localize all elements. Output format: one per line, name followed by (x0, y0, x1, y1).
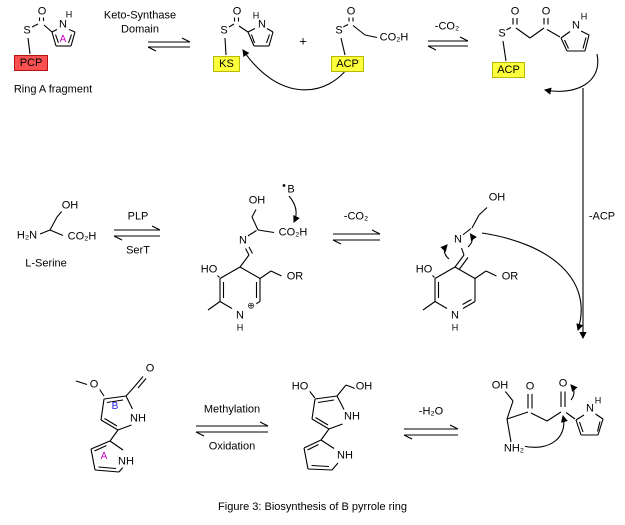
structure-ks-thioester (224, 17, 274, 56)
plp-label: PLP (126, 210, 150, 223)
serine-oh: OH (60, 199, 80, 212)
quinonoid-ring-n: N (450, 309, 460, 322)
structure-malonyl-acp (340, 17, 378, 56)
thioester-s-malonyl: S (334, 24, 344, 37)
acp-tag-malonyl: ACP (331, 56, 364, 72)
acp-tag-product: ACP (492, 62, 525, 78)
structure-dipyrrole-diol (303, 384, 356, 471)
aldimine-co2h: CO₂H (277, 226, 309, 239)
base-b: B (286, 183, 296, 196)
adduct-nh2: NH₂ (502, 442, 526, 455)
plus-sign: + (298, 33, 308, 49)
aldimine-imine-n: N (238, 234, 248, 247)
ring-a-letter-bottom: A (99, 451, 109, 462)
aldimine-ho: HO (199, 263, 219, 276)
structure-dipyrrole-methoxy (75, 376, 147, 473)
thioester-s-ks: S (219, 24, 229, 37)
mechanism-arrow-claisen (242, 49, 353, 91)
equilibrium-decarboxylation-top (427, 36, 469, 51)
adduct-oh: OH (490, 379, 510, 392)
pyrrole-ketoacyl-n: N (571, 19, 581, 32)
minus-acp: -ACP (587, 210, 617, 223)
adduct-pyrrole-h: H (593, 395, 603, 406)
methylation-label: Methylation (202, 403, 262, 416)
keto-synthase-line2: Domain (120, 23, 160, 36)
structure-plp-aldimine (207, 184, 300, 311)
carbonyl-o-malonyl: O (345, 5, 357, 18)
ks-tag: KS (213, 56, 240, 72)
diol-oh: OH (354, 380, 374, 393)
aldimine-oh: OH (247, 194, 267, 207)
mechanism-arrow-to-adduct (481, 232, 584, 332)
thioester-s-pcp: S (22, 24, 32, 37)
pyrrole-ks-h: H (251, 10, 261, 21)
quinonoid-or: OR (500, 270, 520, 283)
aldimine-or: OR (285, 270, 305, 283)
equilibrium-methylation-oxidation (195, 421, 269, 437)
structure-ketoacyl-acp (502, 18, 590, 62)
methoxy-o: O (88, 378, 100, 391)
quinonoid-oh: OH (487, 191, 507, 204)
carbonyl-o-ketoacyl-2: O (540, 5, 552, 18)
ring-b1-nh: NH (129, 412, 147, 425)
pyrrole-a1-h: H (64, 9, 74, 20)
minus-co2-top: -CO₂ (433, 20, 461, 33)
equilibrium-keto-synthase (147, 37, 191, 52)
quinonoid-ring-nh: H (450, 322, 460, 333)
carbonyl-o-pcp: O (36, 5, 48, 18)
l-serine-caption: L-Serine (24, 257, 68, 270)
equilibrium-decarboxylation-mid (332, 229, 381, 245)
ring-a-letter-top: A (58, 34, 68, 45)
thioester-s-ketoacyl: S (497, 27, 507, 40)
figure-caption: Figure 3: Biosynthesis of B pyrrole ring (218, 501, 407, 513)
carbonyl-o-ketoacyl-1: O (509, 5, 521, 18)
aldimine-ring-nh: H (235, 322, 245, 333)
ring-b-letter: B (110, 401, 120, 412)
aldehyde-o: O (144, 362, 156, 375)
pyrrole-ketoacyl-h: H (579, 11, 589, 22)
aldimine-ring-n: N (235, 309, 245, 322)
pcp-tag: PCP (14, 55, 48, 71)
adduct-pyrrole-n: N (585, 402, 595, 415)
adduct-carbonyl-o-2: O (557, 377, 569, 390)
minus-co2-mid: -CO₂ (342, 210, 370, 223)
adduct-carbonyl-o-1: O (524, 380, 536, 393)
pyrrole-ks-n: N (257, 18, 267, 31)
minus-h2o: -H₂O (417, 405, 445, 418)
structure-plp-quinonoid (422, 207, 497, 311)
structure-serine-ketone-adduct (504, 384, 604, 448)
serine-h2n: H₂N (15, 229, 39, 242)
ring-b2-nh: NH (343, 410, 361, 423)
serine-co2h: CO₂H (66, 230, 98, 243)
structure-l-serine (39, 210, 64, 237)
sert-label: SerT (125, 244, 151, 257)
equilibrium-plp-sert (113, 225, 161, 241)
quinonoid-ho: HO (414, 263, 434, 276)
ring-a-fragment-caption: Ring A fragment (12, 83, 94, 96)
quinonoid-imine-n: N (453, 233, 463, 246)
ring-a1-nh: NH (117, 455, 135, 468)
aldimine-n-plus: ⊕ (246, 300, 256, 311)
equilibrium-dehydration (403, 424, 459, 440)
ring-a2-nh: NH (336, 449, 354, 462)
malonyl-co2h: CO₂H (378, 31, 410, 44)
pyrrole-a1-n: N (58, 18, 68, 31)
mechanism-arrow-enol (543, 53, 599, 95)
oxidation-label: Oxidation (207, 440, 257, 453)
diol-ho: HO (290, 380, 310, 393)
carbonyl-o-ks: O (231, 5, 243, 18)
keto-synthase-line1: Keto-Synthase (102, 9, 178, 22)
